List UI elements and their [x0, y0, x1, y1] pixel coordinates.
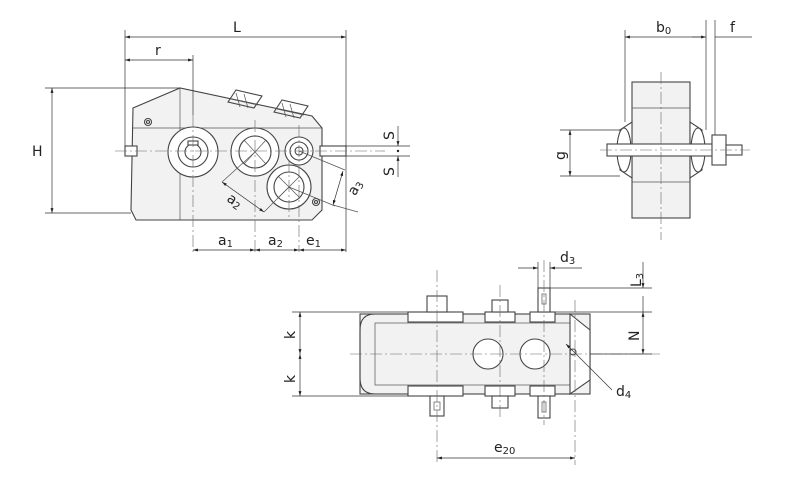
- dim-d3: d3: [518, 250, 582, 288]
- dim-k: k k: [283, 311, 408, 397]
- dim-d4: d4: [565, 343, 631, 401]
- label-g: g: [553, 151, 569, 160]
- label-L: L: [233, 20, 241, 36]
- dim-r: r: [125, 43, 194, 115]
- label-d4: d4: [616, 384, 631, 401]
- side-view: [600, 72, 750, 240]
- dim-b0: b0 f: [624, 20, 752, 135]
- dim-g: g: [553, 129, 620, 177]
- label-f: f: [730, 20, 736, 36]
- label-d3: d3: [560, 250, 575, 267]
- label-k-top: k: [283, 330, 299, 339]
- label-e1: e1: [306, 233, 321, 250]
- label-e20: e20: [494, 440, 515, 457]
- label-a1: a1: [218, 233, 233, 250]
- label-S-top: S: [382, 131, 398, 140]
- dim-L3: L3: [550, 262, 652, 313]
- label-a3-diagonal: a3: [345, 177, 367, 198]
- dim-a2-diagonal: a2: [221, 151, 290, 213]
- dim-N: N: [590, 312, 652, 355]
- dim-S: S S: [346, 126, 410, 177]
- front-view: [115, 87, 385, 252]
- label-b0: b0: [656, 20, 671, 37]
- dim-e20: e20: [437, 440, 575, 460]
- label-L3: L3: [629, 273, 646, 287]
- label-a2: a2: [268, 233, 283, 250]
- label-k-bottom: k: [283, 374, 299, 383]
- dim-a1-a2-e1: a1 a2 e1: [193, 156, 347, 252]
- top-view: [350, 260, 660, 465]
- label-N: N: [627, 331, 643, 341]
- top-vent-covers: [227, 89, 309, 119]
- label-S-bottom: S: [382, 167, 398, 176]
- label-r: r: [155, 43, 161, 59]
- label-H: H: [32, 144, 43, 160]
- dim-H: H: [32, 87, 180, 214]
